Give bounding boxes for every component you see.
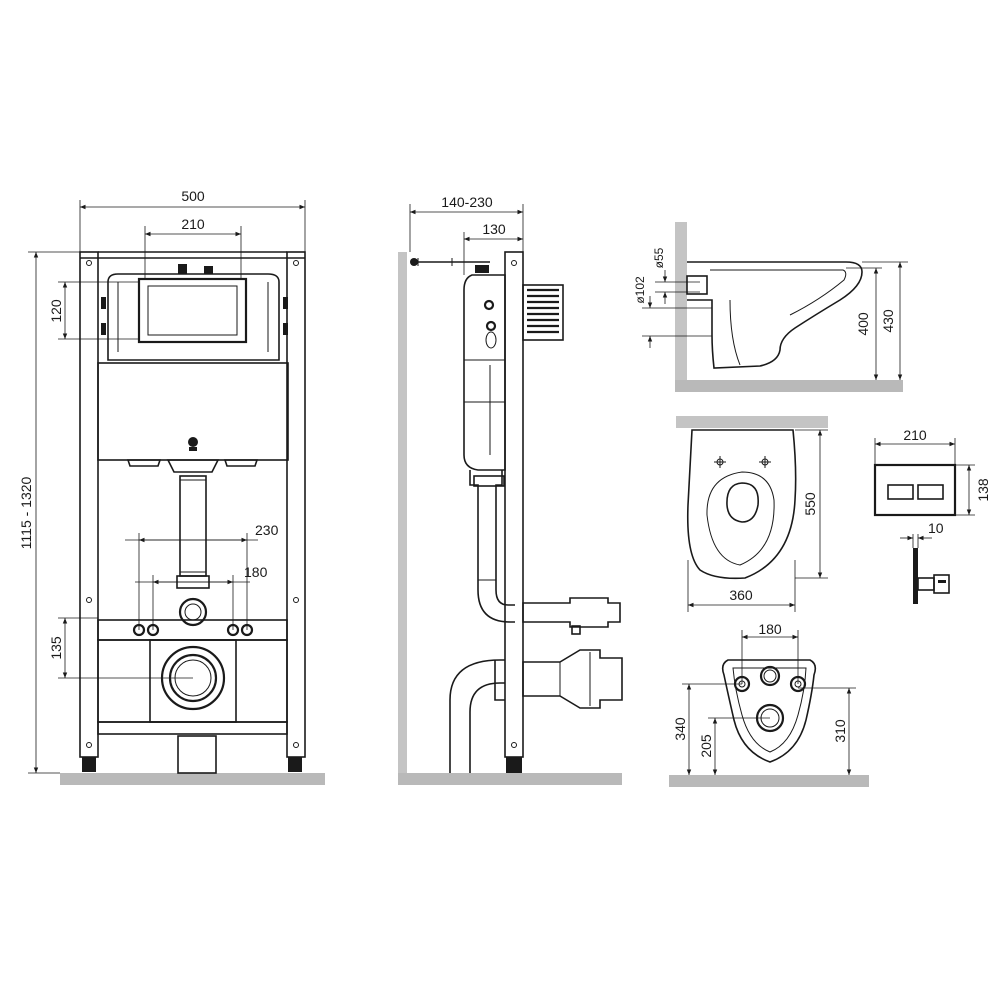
bowl-side-floor	[675, 380, 903, 392]
side-view: 140-230 130	[398, 194, 623, 785]
frame-left-post	[79, 251, 99, 758]
dim-dia-55: ø55	[652, 247, 666, 268]
flush-plate-side	[913, 548, 918, 604]
dim-height-205: 205	[698, 734, 714, 758]
front-view: 500 210 120 1115 - 1320 230 180 135	[18, 188, 325, 785]
dim-height-430: 430	[880, 309, 896, 333]
dim-height-range: 1115 - 1320	[18, 476, 34, 549]
flush-plate: 210 138 10	[873, 427, 991, 604]
dim-plate-width: 210	[903, 427, 927, 443]
bowl-side-profile	[687, 261, 863, 369]
dim-bolt-spacing: 180	[758, 621, 782, 637]
bowl-top-outline	[686, 429, 797, 580]
dim-height-400: 400	[855, 312, 871, 336]
dim-drain-height: 135	[48, 636, 64, 660]
frame-right-post	[286, 251, 306, 758]
bowl-side-view: ø55 ø102 400 430	[633, 222, 908, 392]
dim-frame-depth: 130	[482, 221, 506, 237]
dim-plate-thickness: 10	[928, 520, 944, 536]
flush-button-left	[887, 484, 914, 500]
bowl-top-wall	[676, 416, 828, 428]
dim-bowl-length: 550	[802, 492, 818, 516]
side-cistern	[463, 274, 506, 471]
bowl-back-view: 180 340 205 310	[669, 621, 869, 787]
flush-plate-front	[873, 463, 957, 517]
dim-button-width: 210	[181, 216, 205, 232]
side-wall	[398, 252, 407, 784]
flush-opening	[137, 277, 248, 344]
bowl-back-outline	[721, 659, 817, 763]
dim-depth-range: 140-230	[441, 194, 493, 210]
dim-dia-102: ø102	[633, 276, 647, 304]
flush-button-right	[917, 484, 944, 500]
bowl-top-view: 550 360	[676, 416, 828, 612]
dim-bowl-width: 360	[729, 587, 753, 603]
dim-height-340: 340	[672, 717, 688, 741]
side-frame-post	[504, 251, 524, 758]
dim-width-total: 500	[181, 188, 205, 204]
dim-button-height: 120	[48, 299, 64, 323]
bowl-water-inlet	[759, 665, 781, 687]
dim-plate-height: 138	[975, 478, 991, 502]
front-floor	[60, 773, 325, 785]
dim-height-310: 310	[832, 719, 848, 743]
dim-pipe-spacing-outer: 230	[255, 522, 279, 538]
bowl-back-floor	[669, 775, 869, 787]
dim-pipe-spacing-inner: 180	[244, 564, 268, 580]
side-floor	[398, 773, 622, 785]
bowl-side-wall	[675, 222, 687, 392]
